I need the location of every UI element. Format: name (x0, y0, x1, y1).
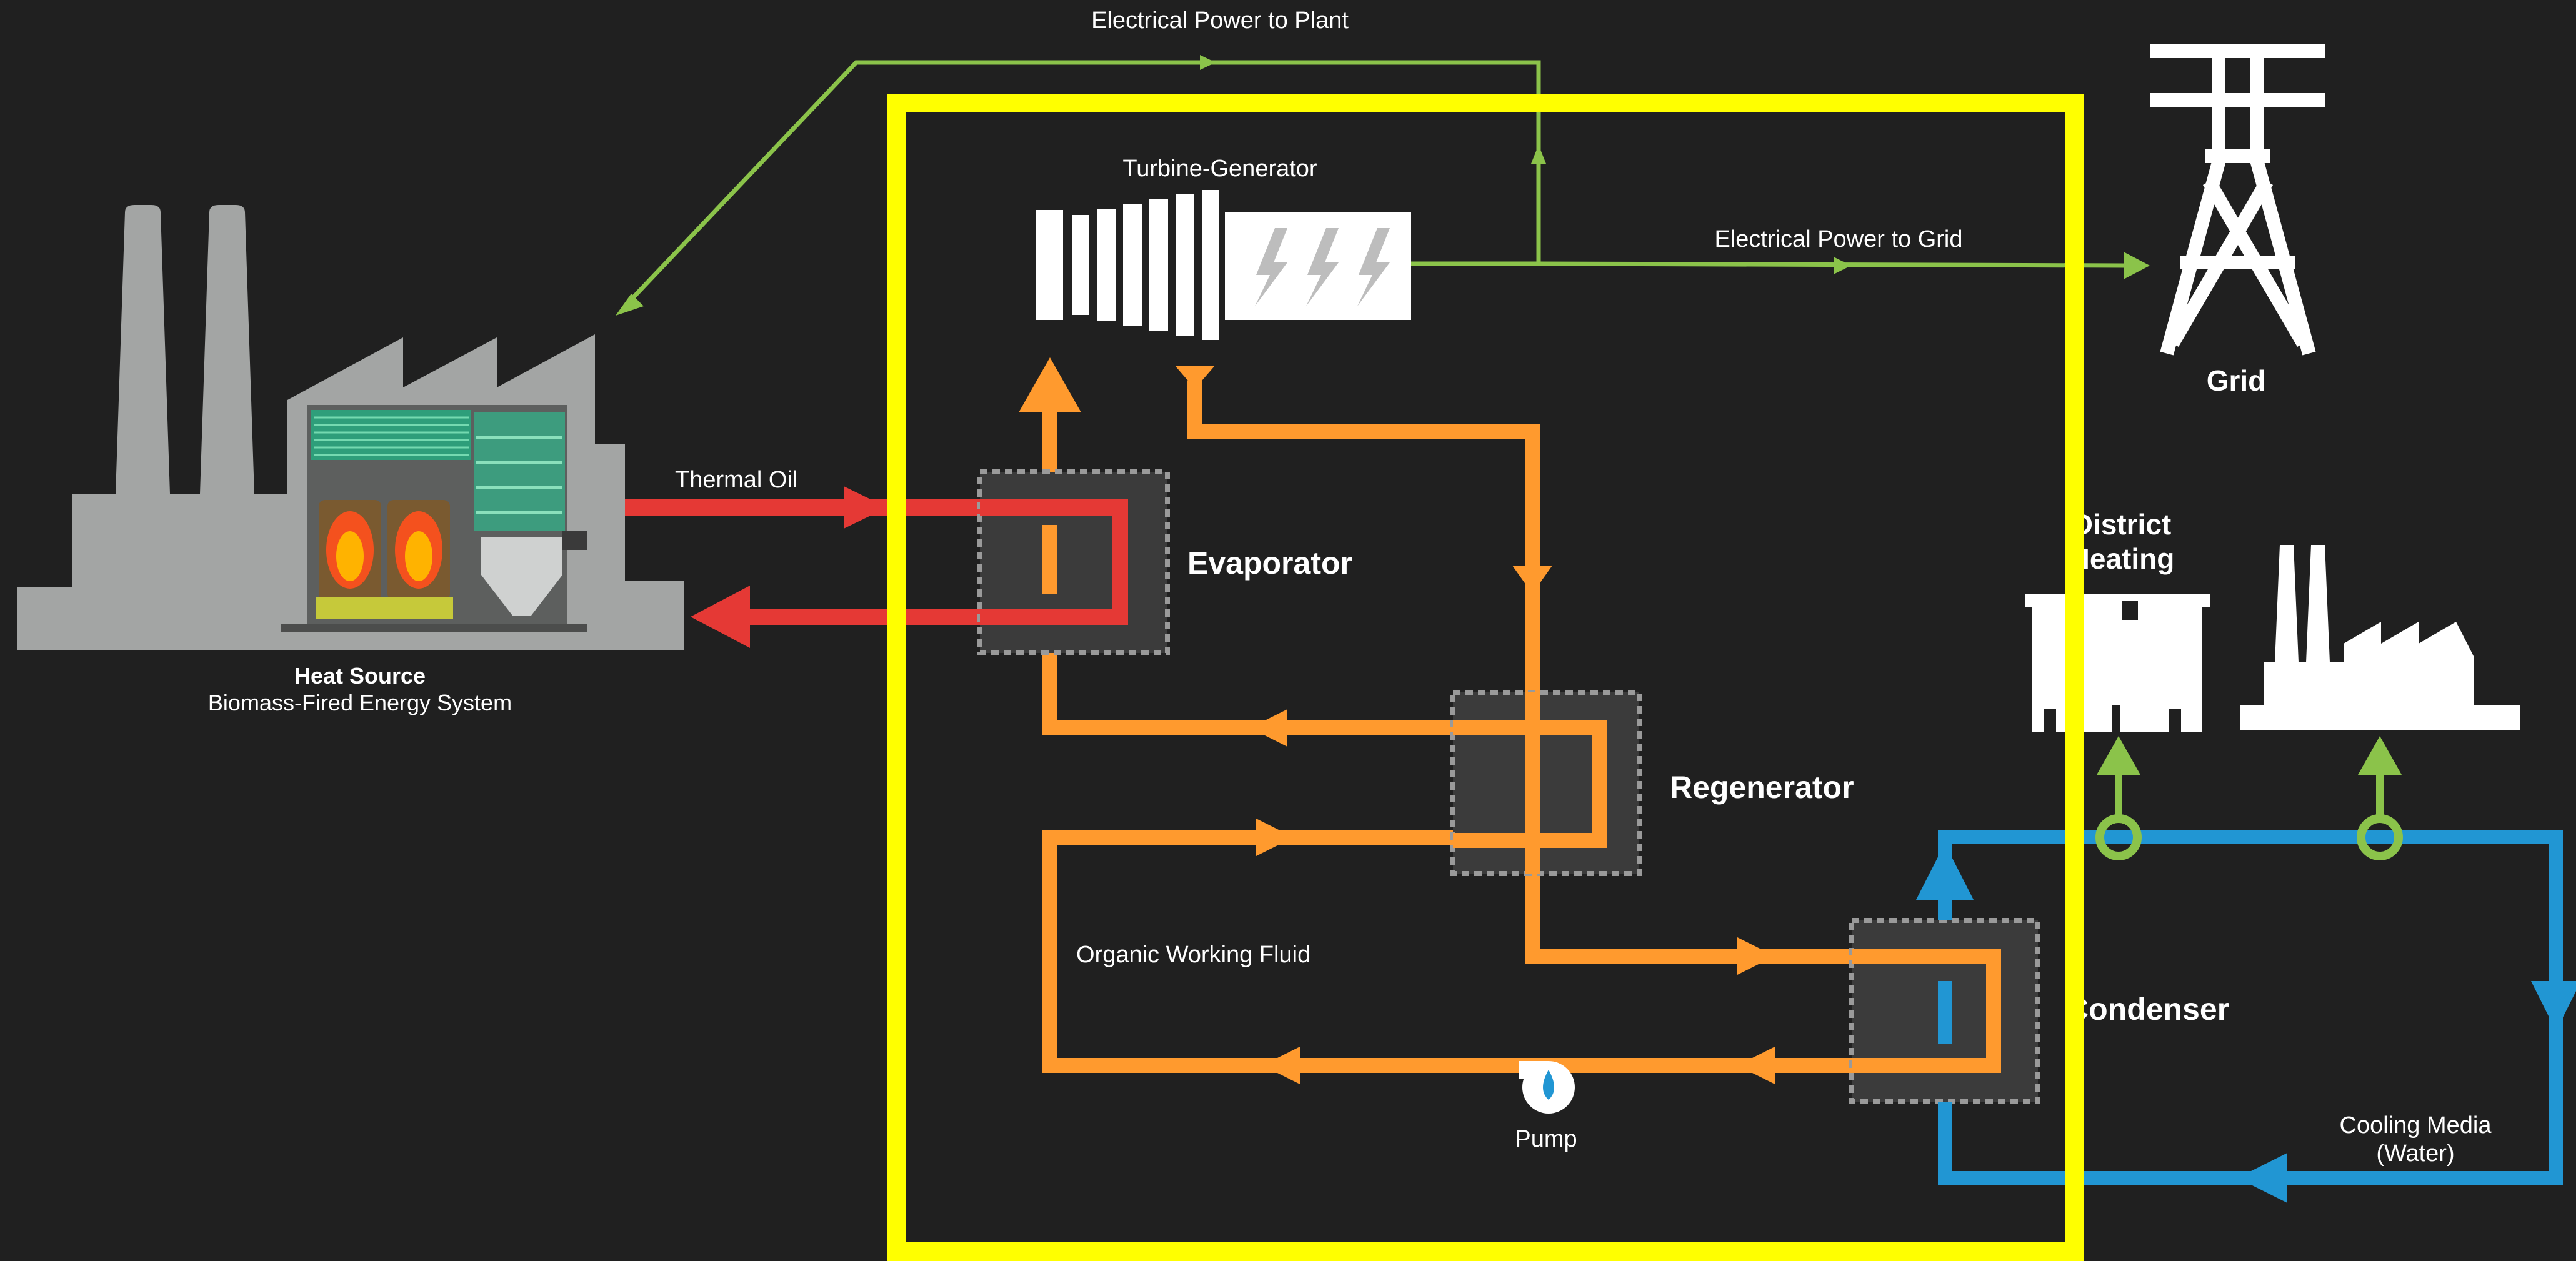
evaporator-label: Evaporator (1187, 546, 1352, 581)
district-heating-arrowheads (2097, 736, 2402, 775)
thermal-oil-label: Thermal Oil (675, 467, 797, 493)
district-heating-icon (2025, 594, 2210, 734)
working-fluid-arrowheads (1019, 357, 1775, 1084)
pump-icon (1519, 1061, 1575, 1114)
cooling-media-label-line1: Cooling Media (2340, 1112, 2492, 1139)
cooling-media-label-line2: (Water) (2376, 1140, 2454, 1167)
electrical-power-to-grid-label: Electrical Power to Grid (1714, 226, 1962, 252)
organic-working-fluid-label: Organic Working Fluid (1076, 942, 1310, 968)
regenerator-exchanger (1450, 690, 1642, 876)
pump-label: Pump (1515, 1126, 1577, 1152)
biomass-plant-icon (17, 205, 684, 650)
generator-icon (1225, 212, 1411, 320)
heat-source-title: Heat Source (294, 663, 426, 689)
electrical-power-to-plant-label: Electrical Power to Plant (1091, 7, 1349, 34)
district-heating-branches (2095, 769, 2403, 860)
condenser-exchanger (1849, 918, 2040, 1104)
regenerator-label: Regenerator (1670, 770, 1854, 805)
district-heating-label-line1: District (2072, 508, 2171, 541)
cooling-water-arrowheads (1916, 844, 2576, 1203)
grid-label: Grid (2207, 364, 2266, 397)
orc-module-highlight-frame (887, 94, 2084, 1261)
factory-icon (2240, 545, 2520, 730)
transmission-tower-icon (2150, 44, 2325, 356)
condenser-label: Condenser (2066, 992, 2229, 1027)
heat-source-subtitle: Biomass-Fired Energy System (208, 690, 512, 715)
turbine-icon (1036, 190, 1219, 340)
electrical-arrowheads (616, 55, 2150, 316)
electrical-lines (623, 60, 2125, 308)
evaporator-exchanger (977, 469, 1170, 655)
district-heating-label-line2: Heating (2069, 542, 2175, 575)
turbine-generator-label: Turbine-Generator (1122, 156, 1317, 182)
